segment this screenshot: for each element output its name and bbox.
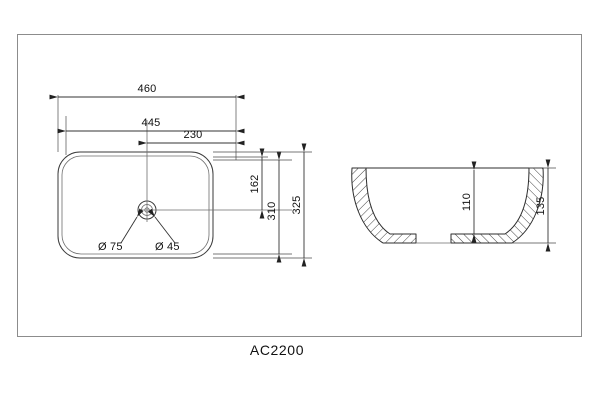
basin-inner-outline [61, 155, 210, 255]
diameter-75-leader [120, 208, 144, 244]
sheet-border [17, 34, 582, 337]
dim-label-325: 325 [291, 196, 303, 215]
dim-label-110: 110 [461, 193, 473, 211]
section-right-wall [450, 167, 544, 244]
section-view-group: 110 135 [351, 159, 556, 252]
dim-label-460: 460 [138, 83, 157, 95]
dim-label-162: 162 [249, 175, 261, 194]
dim-label-135: 135 [535, 197, 547, 216]
basin-outer-outline [57, 151, 214, 259]
diameter-75-label: Ø 75 [98, 241, 123, 253]
diameter-45-leader [147, 208, 176, 244]
diameter-45-label: Ø 45 [155, 241, 180, 253]
dim-label-230: 230 [184, 129, 203, 141]
section-left-wall [351, 167, 417, 244]
plan-view-group: Ø 75 Ø 45 460 445 230 162 310 [49, 83, 312, 267]
drawing-title: AC2200 [250, 342, 304, 358]
dim-label-310: 310 [266, 202, 278, 221]
dim-label-445: 445 [142, 117, 161, 129]
